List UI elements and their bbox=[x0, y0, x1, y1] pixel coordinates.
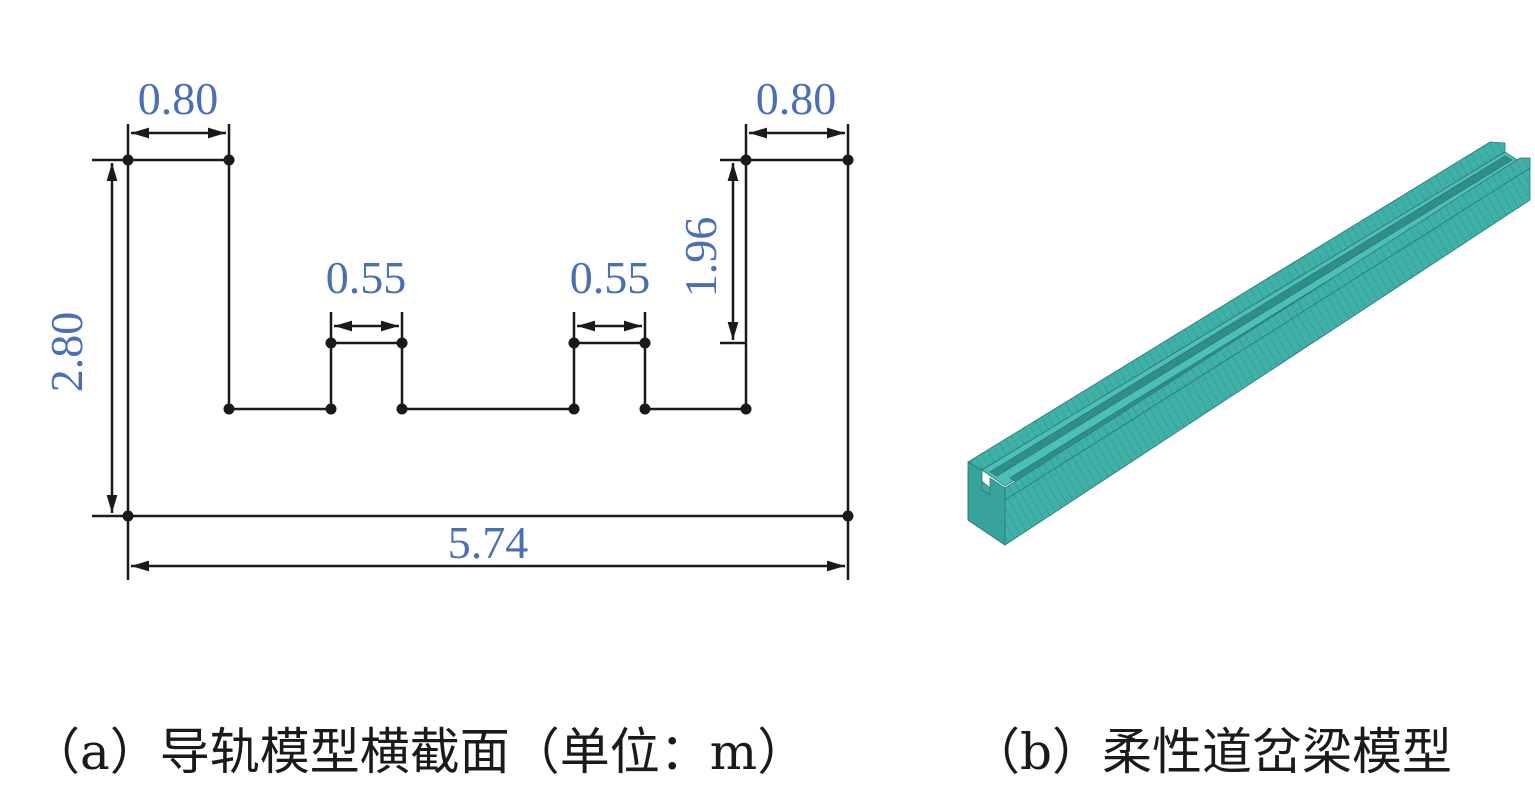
caption-a: （a）导轨模型横截面（单位：m） bbox=[30, 723, 808, 781]
cross-section-outline bbox=[126, 158, 850, 518]
dimension-lines bbox=[92, 124, 850, 580]
dim-right-rail-width: 0.55 bbox=[570, 252, 651, 303]
dim-left-rail-width: 0.55 bbox=[326, 252, 407, 303]
dim-wall-depth: 1.96 bbox=[675, 217, 726, 298]
flexible-switch-beam-model bbox=[967, 141, 1531, 546]
dim-top-left-width: 0.80 bbox=[138, 73, 219, 124]
caption-b: （b）柔性道岔梁模型 bbox=[970, 723, 1453, 781]
dim-total-height: 2.80 bbox=[41, 312, 92, 393]
dim-top-right-width: 0.80 bbox=[756, 73, 837, 124]
vertex-points bbox=[122, 154, 854, 522]
dim-total-width: 5.74 bbox=[448, 517, 529, 568]
